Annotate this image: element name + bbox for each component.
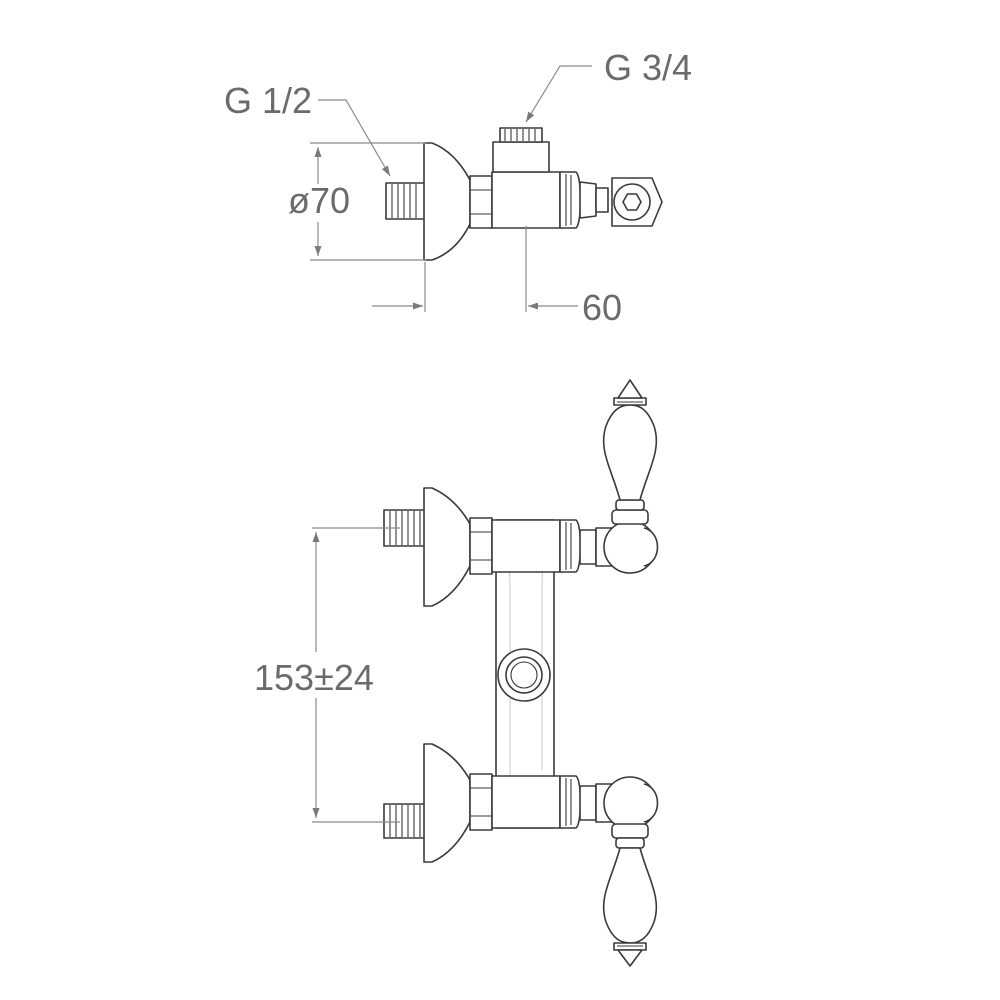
front-view xyxy=(383,379,659,967)
side-outlet xyxy=(492,127,550,173)
front-lower-inlet xyxy=(383,743,659,863)
front-upper-lever xyxy=(602,379,658,525)
side-wall-flange xyxy=(423,142,471,261)
front-dimensions xyxy=(312,527,400,823)
flange-diameter-label: ø70 xyxy=(288,180,350,221)
side-inlet-thread xyxy=(385,182,427,220)
front-lower-lever xyxy=(602,823,658,967)
side-handle-hub xyxy=(611,177,663,227)
center-distance-label: 153±24 xyxy=(254,657,374,698)
front-upper-inlet xyxy=(383,487,659,607)
side-body xyxy=(491,171,561,229)
side-view xyxy=(385,127,663,261)
outlet-thread-label: G 3/4 xyxy=(604,47,692,88)
side-dimensions xyxy=(310,65,592,312)
side-bonnet xyxy=(559,171,609,229)
projection-label: 60 xyxy=(582,287,622,328)
side-hex-nut xyxy=(469,175,493,229)
inlet-thread-label: G 1/2 xyxy=(224,80,312,121)
front-center-outlet xyxy=(497,648,551,702)
